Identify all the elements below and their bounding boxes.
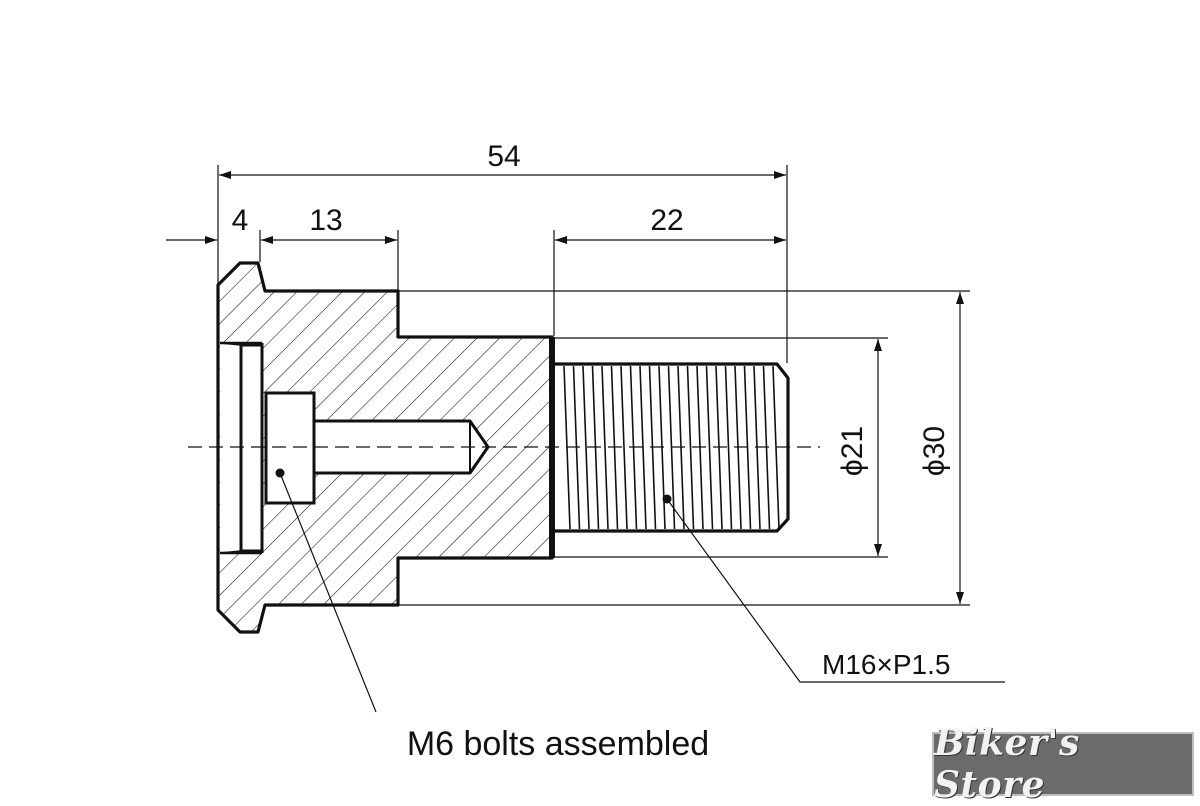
thread-line [705,365,714,530]
thread-line [686,365,695,530]
dimension-lines [166,171,964,604]
thread-line [601,365,609,530]
dim-13-label: 13 [309,204,342,237]
dim-phi21-label: ϕ21 [836,426,869,476]
thread-line [620,365,628,530]
leaders [275,468,1005,713]
bolt-note-label: M6 bolts assembled [407,725,709,763]
thread-line [724,365,733,530]
bolt-leader-line [279,472,377,713]
dim-22-label: 22 [650,204,683,237]
dim-4-label: 4 [232,204,249,237]
bolt-head [264,391,316,505]
thread-leader-line [666,498,1005,683]
store-watermark: Biker's Store [932,722,1194,806]
washer-ring [239,343,264,553]
thread-spec-label: M16×P1.5 [822,649,950,680]
watermark-text: Biker's Store [934,722,1080,806]
thread-line [582,365,590,530]
extension-lines [217,165,970,606]
dim-54-label: 54 [487,140,520,173]
dim-phi30-label: ϕ30 [918,426,951,476]
